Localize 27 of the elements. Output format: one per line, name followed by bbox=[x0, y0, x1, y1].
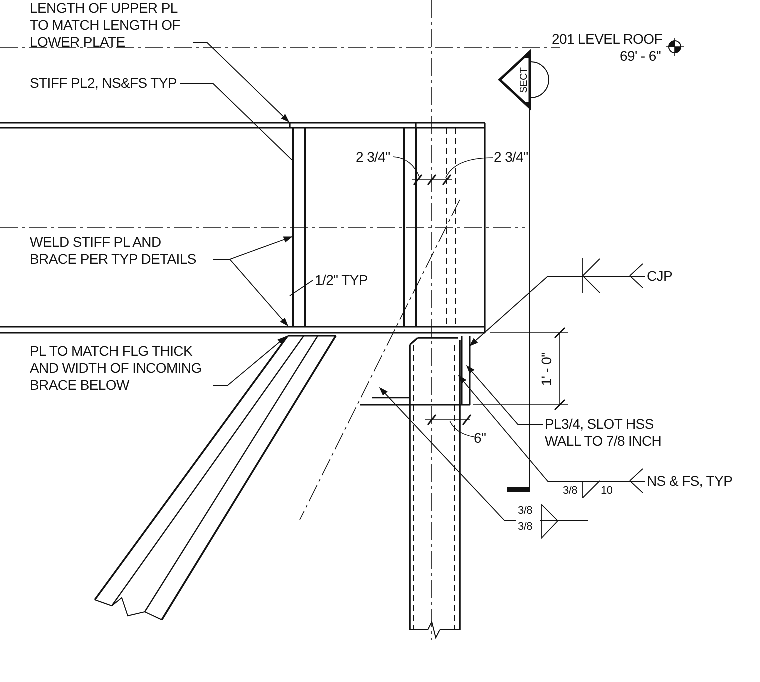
weld-size: 10 bbox=[601, 485, 613, 498]
callout-text: PL TO MATCH FLG THICK AND WIDTH OF INCOMING BRACE BELOW bbox=[30, 343, 210, 394]
elevation-value: 69' - 6" bbox=[620, 48, 662, 65]
callout-text: PL3/4, SLOT HSS WALL TO 7/8 INCH bbox=[545, 416, 675, 450]
callout-text: CJP bbox=[647, 268, 673, 285]
weld-size: 3/8 bbox=[518, 521, 532, 534]
weld-size: 3/8 bbox=[563, 485, 578, 498]
dimension-text: 1' - 0" bbox=[538, 352, 556, 386]
leader-line bbox=[458, 375, 646, 482]
callout-text: 1/2" TYP bbox=[315, 272, 368, 289]
callout-text: STIFF PL2, NS&FS TYP bbox=[30, 75, 178, 92]
callout-text: NS & FS, TYP bbox=[647, 473, 733, 490]
callout-text: LENGTH OF UPPER PL TO MATCH LENGTH OF LOWER PLATE bbox=[30, 0, 190, 51]
level-name: 201 LEVEL ROOF bbox=[552, 31, 662, 48]
weld-size: 3/8 bbox=[518, 505, 532, 518]
leader-line bbox=[379, 387, 516, 522]
leader-line bbox=[469, 276, 646, 347]
dimension-text: 6" bbox=[474, 430, 486, 447]
leader-line bbox=[212, 336, 287, 386]
leader-line bbox=[192, 42, 290, 123]
dimension-text: 2 3/4" bbox=[494, 149, 528, 166]
leader-line bbox=[180, 83, 292, 160]
dimension-text: 2 3/4" bbox=[356, 149, 390, 166]
leader-line bbox=[466, 365, 544, 425]
leader-line bbox=[212, 259, 289, 327]
callout-text: WELD STIFF PL AND BRACE PER TYP DETAILS bbox=[30, 234, 210, 268]
leader-line bbox=[290, 280, 314, 296]
